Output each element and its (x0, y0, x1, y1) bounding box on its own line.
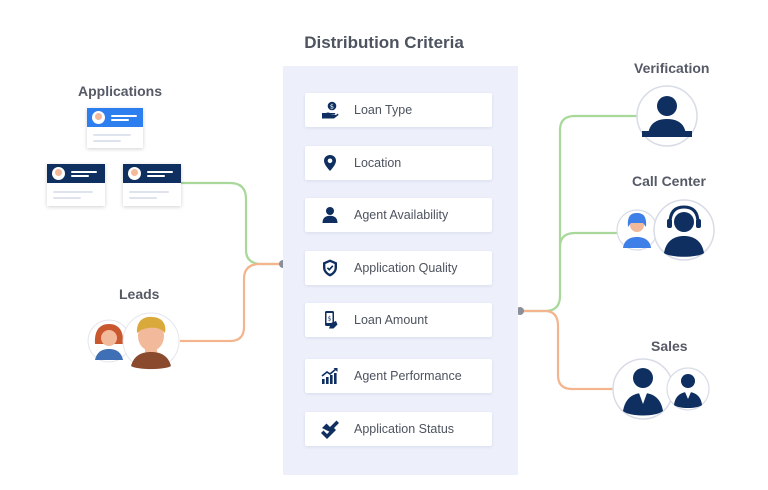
applicant-avatar (92, 111, 105, 124)
criteria-label: Loan Amount (354, 313, 428, 327)
criteria-agent-performance: Agent Performance (305, 359, 492, 393)
application-card (123, 164, 181, 206)
verification-connector (520, 114, 638, 313)
person-icon (320, 205, 340, 225)
criteria-location: Location (305, 146, 492, 180)
call-center-agent-large-avatar (653, 199, 715, 261)
lead-man-avatar (122, 312, 180, 370)
criteria-label: Application Status (354, 422, 455, 436)
verification-heading: Verification (634, 60, 710, 76)
leads-heading: Leads (119, 286, 160, 302)
applications-heading: Applications (78, 83, 163, 99)
sales-connector (520, 309, 614, 391)
applicant-avatar (128, 167, 141, 180)
applicant-avatar (52, 167, 65, 180)
sales-heading: Sales (651, 338, 688, 354)
criteria-application-quality: Application Quality (305, 251, 492, 285)
double-check-icon (320, 419, 340, 439)
criteria-agent-availability: Agent Availability (305, 198, 492, 232)
call-center-connector (558, 231, 618, 248)
location-pin-icon (320, 153, 340, 173)
criteria-loan-type: $ Loan Type (305, 93, 492, 127)
leads-connector (180, 262, 283, 343)
svg-text:$: $ (330, 103, 334, 111)
sales-agent-large-avatar (612, 358, 674, 420)
output-junction-dot (516, 307, 524, 315)
growth-chart-icon (320, 366, 340, 386)
criteria-label: Loan Type (354, 103, 413, 117)
verification-agent-avatar (636, 85, 698, 147)
diagram-title: Distribution Criteria (304, 33, 464, 52)
lead-woman-avatar (87, 319, 131, 363)
criteria-label: Agent Performance (354, 369, 462, 383)
application-card (87, 108, 143, 148)
criteria-label: Application Quality (354, 261, 458, 275)
criteria-label: Agent Availability (354, 208, 449, 222)
application-card (47, 164, 105, 206)
criteria-application-status: Application Status (305, 412, 492, 446)
sales-agent-small-avatar (666, 367, 710, 411)
hand-coin-icon: $ (320, 100, 340, 120)
phone-money-icon: $ (320, 310, 340, 330)
call-center-agent-small-avatar (616, 209, 658, 251)
call-center-heading: Call Center (632, 173, 706, 189)
shield-check-icon (320, 258, 340, 278)
criteria-loan-amount: $ Loan Amount (305, 303, 492, 337)
svg-text:$: $ (328, 316, 332, 323)
criteria-label: Location (354, 156, 402, 170)
